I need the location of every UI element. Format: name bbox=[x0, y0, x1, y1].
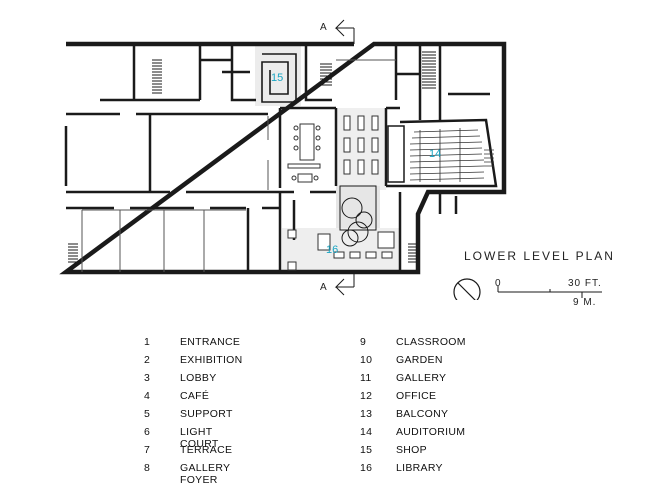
legend-room-name: SHOP bbox=[396, 444, 427, 456]
light-court-trees bbox=[339, 185, 377, 247]
stair-west-lower bbox=[68, 243, 78, 263]
legend-number: 15 bbox=[360, 444, 373, 456]
shop-display bbox=[261, 53, 297, 103]
legend-number: 9 bbox=[360, 336, 367, 348]
legend-room-name: GARDEN bbox=[396, 354, 443, 366]
interior-walls bbox=[64, 46, 498, 272]
section-marker-bottom bbox=[334, 270, 355, 296]
legend-room-name: LOBBY bbox=[180, 372, 217, 384]
legend-number: 12 bbox=[360, 390, 373, 402]
legend-room-name: ENTRANCE bbox=[180, 336, 241, 348]
legend-room-name: EXHIBITION bbox=[180, 354, 243, 366]
outer-wall bbox=[59, 41, 507, 275]
legend-number: 5 bbox=[144, 408, 151, 420]
legend-number: 7 bbox=[144, 444, 151, 456]
legend-room-name: GALLERY bbox=[396, 372, 447, 384]
legend-room-name: GALLERY FOYER bbox=[180, 462, 231, 486]
legend-room-name: OFFICE bbox=[396, 390, 437, 402]
section-label-bottom: A bbox=[320, 282, 327, 293]
scale-zero-label: 0 bbox=[495, 278, 502, 289]
floor-plan-drawing bbox=[59, 19, 602, 300]
north-arrow bbox=[453, 278, 481, 300]
legend-room-name: AUDITORIUM bbox=[396, 426, 466, 438]
auditorium-aisle-steps bbox=[484, 149, 494, 167]
legend-number: 11 bbox=[360, 372, 372, 384]
room-tag-auditorium: 14 bbox=[429, 148, 442, 160]
legend-room-name: LIBRARY bbox=[396, 462, 443, 474]
classroom-furniture bbox=[287, 123, 321, 183]
legend-number: 16 bbox=[360, 462, 373, 474]
auditorium-seating bbox=[409, 128, 485, 182]
legend-number: 6 bbox=[144, 426, 151, 438]
scale-feet-label: 30 FT. bbox=[568, 278, 602, 289]
stair-west-upper bbox=[152, 59, 162, 94]
section-marker-top bbox=[334, 19, 355, 44]
stair-north-east bbox=[422, 51, 436, 89]
room-tag-shop: 15 bbox=[271, 72, 284, 84]
scale-bar bbox=[497, 286, 602, 298]
legend-room-name: CAFÉ bbox=[180, 390, 210, 402]
legend-number: 3 bbox=[144, 372, 151, 384]
legend-room-name: TERRACE bbox=[180, 444, 233, 456]
outer-wall-top-right bbox=[374, 42, 506, 46]
auditorium-stage bbox=[387, 125, 405, 183]
legend-number: 2 bbox=[144, 354, 151, 366]
library-furniture bbox=[287, 229, 395, 271]
legend-room-name: BALCONY bbox=[396, 408, 449, 420]
legend-number: 8 bbox=[144, 462, 151, 474]
legend-number: 13 bbox=[360, 408, 373, 420]
legend-number: 1 bbox=[144, 336, 151, 348]
stair-east bbox=[408, 243, 418, 263]
scale-meters-label: 9 M. bbox=[573, 297, 597, 308]
hall-tables bbox=[343, 115, 379, 175]
glazing-lines bbox=[81, 59, 396, 272]
legend-number: 14 bbox=[360, 426, 373, 438]
stair-central bbox=[320, 63, 332, 86]
section-label-top: A bbox=[320, 22, 327, 33]
plan-title: LOWER LEVEL PLAN bbox=[464, 249, 615, 263]
legend-room-name: SUPPORT bbox=[180, 408, 233, 420]
stairs bbox=[68, 51, 436, 263]
legend-room-name: LIGHT COURT bbox=[180, 426, 219, 450]
legend-room-name: CLASSROOM bbox=[396, 336, 466, 348]
legend-number: 4 bbox=[144, 390, 151, 402]
legend-number: 10 bbox=[360, 354, 373, 366]
room-tag-library: 16 bbox=[326, 244, 339, 256]
